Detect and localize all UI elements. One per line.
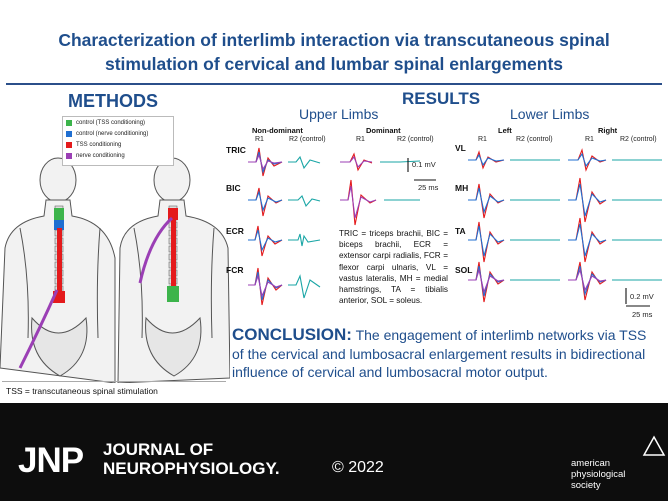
page-title: Characterization of interlimb interactio… <box>0 28 668 76</box>
nerve-path-right <box>138 216 174 284</box>
abbreviations-text: TRIC = triceps brachii, BIC = biceps bra… <box>339 229 448 306</box>
lower-col-left: Left <box>498 126 512 135</box>
legend-label: TSS conditioning <box>76 141 122 148</box>
title-line-1: Characterization of interlimb interactio… <box>58 30 610 50</box>
legend-swatch-purple <box>66 152 72 159</box>
legend-swatch-red <box>66 141 72 148</box>
emg-traces <box>248 147 662 307</box>
trace-group-sol-left <box>468 261 505 303</box>
legend-label: nerve conditioning <box>76 152 125 159</box>
muscle-label-bic: BIC <box>226 183 241 193</box>
upper-scale-voltage: 0.1 mV <box>412 160 436 169</box>
upper-col-nondominant: Non-dominant <box>252 126 303 135</box>
upper-limbs-heading: Upper Limbs <box>299 106 379 122</box>
trace-group-ecr-r1 <box>248 225 283 257</box>
trace-group-tric-r1 <box>248 147 283 177</box>
methods-legend: control (TSS conditioning) control (nerv… <box>62 116 174 166</box>
upper-r2-label: R2 (control) <box>289 136 326 143</box>
methods-footnote-box <box>2 381 226 400</box>
nerve-path-left <box>18 289 59 369</box>
lower-r1-label: R1 <box>478 136 487 143</box>
trace-group-mh-right <box>568 177 607 223</box>
lower-scale-voltage: 0.2 mV <box>630 292 654 301</box>
trace-bic-r2 <box>288 195 321 208</box>
muscle-label-mh: MH <box>455 183 469 193</box>
trace-group-sol-right <box>568 261 607 301</box>
upper-r2-label-dom: R2 (control) <box>397 136 434 143</box>
muscle-label-vl: VL <box>455 143 466 153</box>
muscle-label-ecr: ECR <box>226 226 244 236</box>
methods-heading: METHODS <box>68 91 158 111</box>
aps-line-3: society <box>571 480 601 491</box>
results-heading: RESULTS <box>402 89 481 108</box>
trace-group-mh-left <box>468 183 505 219</box>
trace-fcr-r2 <box>288 274 321 299</box>
trace-tric-dom-r2 <box>380 160 421 163</box>
tss-control-marker-left <box>54 208 64 220</box>
lower-col-right: Right <box>598 126 618 135</box>
upper-r1-label-dom: R1 <box>356 136 365 143</box>
journal-footer <box>0 403 668 501</box>
trace-group-fcr-r1 <box>248 267 283 306</box>
legend-label: control (TSS conditioning) <box>76 119 146 126</box>
title-divider <box>6 83 662 85</box>
trace-group-tric-dom <box>340 152 373 172</box>
legend-swatch-green <box>66 119 72 126</box>
conclusion: CONCLUSION: The engagement of interlimb … <box>232 325 660 382</box>
tss-cervical-marker-right <box>168 208 178 220</box>
upper-col-dominant: Dominant <box>366 126 401 135</box>
muscle-label-fcr: FCR <box>226 265 244 275</box>
aps-society-name: american physiological society <box>571 458 625 491</box>
trace-group-vl-left <box>468 150 505 170</box>
nerve-control-marker-left <box>54 220 64 230</box>
trace-group-ta-right <box>568 217 607 263</box>
legend-item: control (TSS conditioning) <box>63 117 173 128</box>
muscle-label-ta: TA <box>455 226 466 236</box>
muscle-label-tric: TRIC <box>226 145 246 155</box>
tss-conditioning-bar-left <box>57 228 62 298</box>
legend-label: control (nerve conditioning) <box>76 130 149 137</box>
lower-r2-label-right: R2 (control) <box>620 136 657 143</box>
journal-name-line-1: JOURNAL OF <box>103 440 214 459</box>
tss-conditioning-bar-right <box>171 218 176 293</box>
trace-group-vl-right <box>568 148 607 172</box>
trace-group-ta-left <box>468 221 505 263</box>
muscle-label-sol: SOL <box>455 265 473 275</box>
conclusion-text: The engagement of interlimb networks via… <box>232 327 647 380</box>
conclusion-heading: CONCLUSION: <box>232 325 352 344</box>
tss-definition: TSS = transcutaneous spinal stimulation <box>6 386 158 396</box>
methods-figure <box>0 157 230 383</box>
trace-group-bic-dom <box>340 179 377 226</box>
jnp-logo: JNP <box>18 441 84 480</box>
tss-control-marker-right <box>167 286 179 302</box>
journal-name-line-2: NEUROPHYSIOLOGY. <box>103 459 280 478</box>
copyright-year: © 2022 <box>332 459 384 476</box>
lower-limbs-heading: Lower Limbs <box>510 106 590 122</box>
lower-scale-time: 25 ms <box>632 310 653 319</box>
legend-item: control (nerve conditioning) <box>63 128 173 139</box>
lower-r2-label: R2 (control) <box>516 136 553 143</box>
aps-line-2: physiological <box>571 469 626 480</box>
trace-group-bic-r1 <box>248 187 283 217</box>
legend-swatch-blue <box>66 130 72 137</box>
lower-r1-label-right: R1 <box>585 136 594 143</box>
body-figure-right <box>117 157 230 383</box>
upper-scale-time: 25 ms <box>418 183 439 192</box>
trace-tric-r2 <box>288 155 321 170</box>
trace-ecr-r2 <box>288 233 321 247</box>
title-line-2: stimulation of cervical and lumbar spina… <box>104 54 564 74</box>
legend-item: nerve conditioning <box>63 150 173 161</box>
upper-r1-label: R1 <box>255 136 264 143</box>
aps-line-1: american <box>571 458 611 469</box>
legend-item: TSS conditioning <box>63 139 173 150</box>
aps-logo-icon <box>642 435 666 456</box>
